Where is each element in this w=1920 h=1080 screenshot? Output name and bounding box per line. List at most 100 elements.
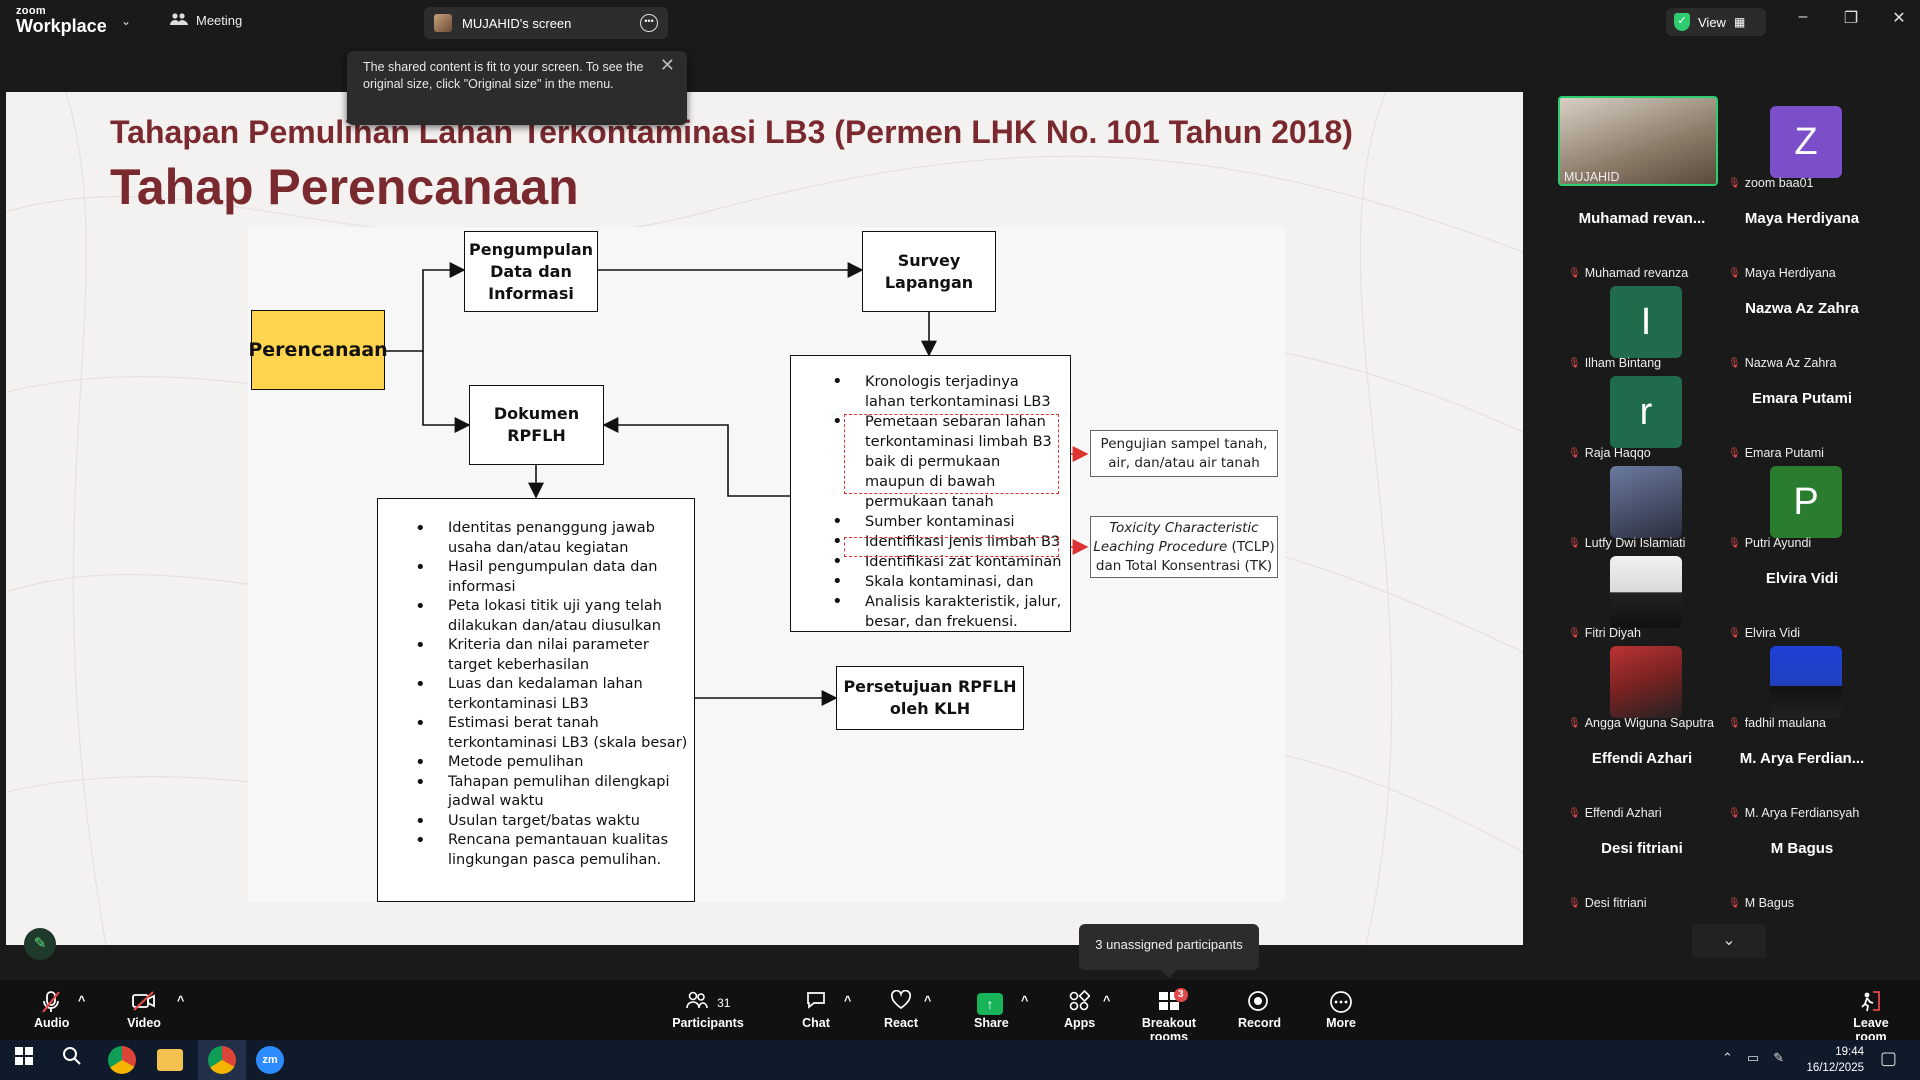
participant-label: 🎙M Bagus: [1728, 896, 1794, 910]
participant-tile[interactable]: Maya Herdiyana🎙Maya Herdiyana: [1722, 190, 1882, 280]
share-tab[interactable]: MUJAHID's screen •••: [424, 7, 668, 39]
minimize-icon[interactable]: –: [1798, 8, 1808, 25]
breakout-rooms-button[interactable]: 3 Breakout rooms: [1126, 988, 1212, 1044]
participant-label-text: MUJAHID: [1564, 170, 1620, 184]
windows-start-icon[interactable]: [10, 1046, 38, 1074]
chevron-down-icon[interactable]: ⌄: [121, 14, 132, 28]
video-options-caret-icon[interactable]: ^: [177, 994, 185, 1008]
search-icon[interactable]: [58, 1046, 86, 1074]
mic-off-icon: 🎙: [1568, 447, 1581, 459]
participant-label-text: Effendi Azhari: [1584, 806, 1662, 820]
meeting-button[interactable]: Meeting: [170, 12, 242, 29]
pen-icon[interactable]: ✎: [1773, 1050, 1785, 1065]
participant-name: Maya Herdiyana: [1744, 210, 1860, 227]
participant-label: 🎙Ilham Bintang: [1568, 356, 1661, 370]
highlight-pemetaan: [844, 414, 1059, 494]
participant-label-text: M. Arya Ferdiansyah: [1744, 806, 1860, 820]
maximize-icon[interactable]: ❐: [1843, 10, 1859, 27]
audio-button[interactable]: Audio: [34, 990, 70, 1030]
participant-tile[interactable]: Elvira Vidi🎙Elvira Vidi: [1722, 550, 1882, 640]
participant-tile[interactable]: P🎙Putri Ayundi: [1722, 460, 1882, 550]
chat-options-caret-icon[interactable]: ^: [844, 994, 852, 1008]
mic-off-icon: 🎙: [1728, 357, 1741, 369]
participant-label: 🎙Angga Wiguna Saputra: [1568, 716, 1714, 730]
dokumen-box: Dokumen RPFLH: [469, 385, 604, 465]
zoom-taskbar-icon[interactable]: zm: [256, 1046, 284, 1074]
file-explorer-icon[interactable]: [157, 1049, 183, 1071]
close-icon[interactable]: ✕: [1892, 10, 1906, 27]
react-button[interactable]: React: [883, 989, 919, 1030]
gallery-next-page-button[interactable]: ⌄: [1692, 924, 1766, 958]
record-label: Record: [1238, 1016, 1282, 1030]
notification-icon[interactable]: ▢: [1880, 1048, 1898, 1068]
react-options-caret-icon[interactable]: ^: [924, 994, 932, 1008]
fit-screen-notice: The shared content is fit to your screen…: [347, 51, 687, 125]
participant-tile[interactable]: 🎙Fitri Diyah: [1562, 550, 1722, 640]
participant-tile[interactable]: Muhamad revan...🎙Muhamad revanza: [1562, 190, 1722, 280]
participant-label: 🎙Elvira Vidi: [1728, 626, 1800, 640]
participant-label-text: Maya Herdiyana: [1744, 266, 1836, 280]
mic-off-icon: 🎙: [1728, 447, 1741, 459]
list-item: Kriteria dan nilai parameter target kebe…: [415, 636, 688, 675]
participant-tile[interactable]: Nazwa Az Zahra 🎙Nazwa Az Zahra: [1722, 280, 1882, 370]
participant-tile[interactable]: M Bagus🎙M Bagus: [1722, 820, 1882, 910]
mic-off-icon: 🎙: [1728, 537, 1741, 549]
participant-label: 🎙Emara Putami: [1728, 446, 1824, 460]
chevron-up-icon[interactable]: ⌃: [1722, 1050, 1733, 1065]
participant-tile[interactable]: 🎙Lutfy Dwi Islamiati: [1562, 460, 1722, 550]
chrome-icon[interactable]: [108, 1046, 136, 1074]
participant-tile[interactable]: I🎙Ilham Bintang: [1562, 280, 1722, 370]
participant-tile[interactable]: Desi fitriani🎙Desi fitriani: [1562, 820, 1722, 910]
participant-label-text: Fitri Diyah: [1584, 626, 1641, 640]
participant-tile[interactable]: Emara Putami🎙Emara Putami: [1722, 370, 1882, 460]
pengumpulan-line-1: Pengumpulan: [469, 239, 593, 259]
unassigned-participants-tooltip: 3 unassigned participants: [1079, 924, 1259, 978]
more-options-icon[interactable]: •••: [640, 14, 658, 32]
note-tclp-rest: (TCLP) dan Total Konsentrasi (TK): [1095, 538, 1275, 574]
participant-label: 🎙Nazwa Az Zahra: [1728, 356, 1836, 370]
participants-button[interactable]: 31 Participants: [670, 990, 746, 1030]
list-item: Pemetaan sebaran lahan terkontaminasi li…: [832, 412, 1062, 512]
network-icon[interactable]: ▭: [1746, 1050, 1760, 1065]
windows-taskbar: zm ⌃ ▭ ✎ 19:44 16/12/2025 ▢: [0, 1040, 1920, 1080]
participant-tile[interactable]: r🎙Raja Haqqo: [1562, 370, 1722, 460]
participant-label-text: M Bagus: [1744, 896, 1795, 910]
perencanaan-box: Perencanaan: [248, 310, 388, 390]
zoom-logo[interactable]: zoom Workplace: [16, 6, 107, 36]
list-item: Kronologis terjadinya lahan terkontamina…: [832, 372, 1062, 412]
leave-room-button[interactable]: Leave room: [1838, 990, 1904, 1044]
share-options-caret-icon[interactable]: ^: [1021, 994, 1029, 1008]
chat-button[interactable]: Chat: [800, 990, 832, 1030]
apps-button[interactable]: Apps: [1064, 989, 1095, 1030]
apps-options-caret-icon[interactable]: ^: [1103, 994, 1111, 1008]
participants-count: 31: [717, 996, 731, 1010]
view-button[interactable]: ✓ View ▦: [1666, 8, 1766, 36]
participant-tile[interactable]: Z🎙zoom baa01: [1722, 100, 1882, 190]
participant-tile[interactable]: 🎙fadhil maulana: [1722, 640, 1882, 730]
more-button[interactable]: More: [1326, 990, 1356, 1030]
meeting-toolbar: Audio ^ Video ^ 31 Participants Chat: [0, 980, 1920, 1044]
video-button[interactable]: Video: [127, 990, 161, 1030]
participant-tile[interactable]: M. Arya Ferdian...🎙M. Arya Ferdiansyah: [1722, 730, 1882, 820]
audio-options-caret-icon[interactable]: ^: [78, 994, 86, 1008]
chrome-profile-icon[interactable]: [208, 1046, 236, 1074]
record-button[interactable]: Record: [1238, 990, 1282, 1030]
audio-label: Audio: [34, 1016, 70, 1030]
participant-label-text: Muhamad revanza: [1584, 266, 1689, 280]
annotate-pen-icon[interactable]: ✎: [24, 928, 56, 960]
mic-off-icon: 🎙: [1568, 537, 1581, 549]
record-icon: [1238, 990, 1278, 1016]
participant-label-text: Angga Wiguna Saputra: [1584, 716, 1714, 730]
react-label: React: [883, 1016, 919, 1030]
notice-text: The shared content is fit to your screen…: [363, 60, 644, 91]
dokumen-list: Identitas penanggung jawab usaha dan/ata…: [377, 498, 695, 902]
clock[interactable]: 19:44 16/12/2025: [1792, 1044, 1864, 1076]
participant-tile[interactable]: MUJAHID: [1558, 96, 1722, 188]
participant-tile[interactable]: Effendi Azhari🎙Effendi Azhari: [1562, 730, 1722, 820]
close-icon[interactable]: ✕: [659, 55, 675, 75]
share-button[interactable]: ↑ Share: [974, 990, 1009, 1030]
participant-label-text: Putri Ayundi: [1744, 536, 1812, 550]
participant-name: Nazwa Az Zahra: [1745, 300, 1859, 317]
note-tclp-text: Toxicity Characteristic Leaching Procedu…: [1091, 519, 1277, 576]
participant-tile[interactable]: 🎙Angga Wiguna Saputra: [1562, 640, 1722, 730]
